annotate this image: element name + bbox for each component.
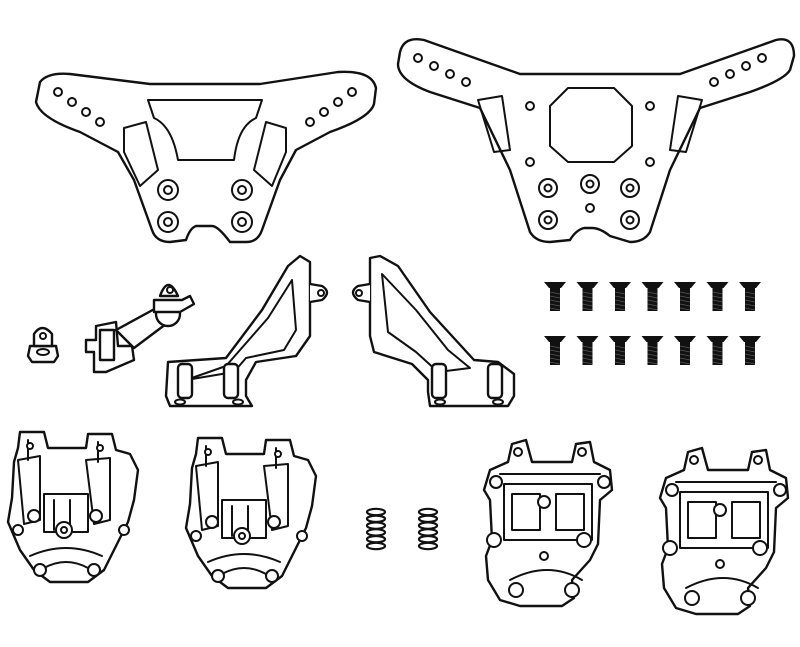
front-shock-tower <box>34 70 378 244</box>
screw-icon <box>609 336 631 365</box>
screw-icon <box>576 336 599 365</box>
front-gearbox-left <box>6 430 140 584</box>
ball-stud-icon <box>26 326 60 364</box>
screw-icon <box>641 336 664 365</box>
spring-icon <box>417 507 439 551</box>
front-gearbox-right <box>184 436 318 590</box>
screw-icon <box>706 282 729 311</box>
screw-icon <box>609 282 631 311</box>
screw-icon <box>544 282 566 311</box>
wing-mount-right <box>351 254 516 408</box>
rear-shock-tower <box>396 38 796 244</box>
screw-icon <box>576 282 599 311</box>
screw-icon <box>706 336 729 365</box>
screw-icon <box>674 336 696 365</box>
screw-icon <box>641 282 664 311</box>
rear-gearbox-right <box>658 446 790 616</box>
screw-icon <box>739 282 761 311</box>
rear-gearbox-left <box>482 438 614 608</box>
spring-icon <box>365 507 387 551</box>
screw-icon <box>739 336 761 365</box>
screw-icon <box>674 282 696 311</box>
linkage-icon <box>84 283 196 374</box>
spring-set <box>365 507 439 551</box>
screw-set <box>544 282 761 365</box>
wing-mount-left <box>164 254 329 408</box>
screw-icon <box>544 336 566 365</box>
